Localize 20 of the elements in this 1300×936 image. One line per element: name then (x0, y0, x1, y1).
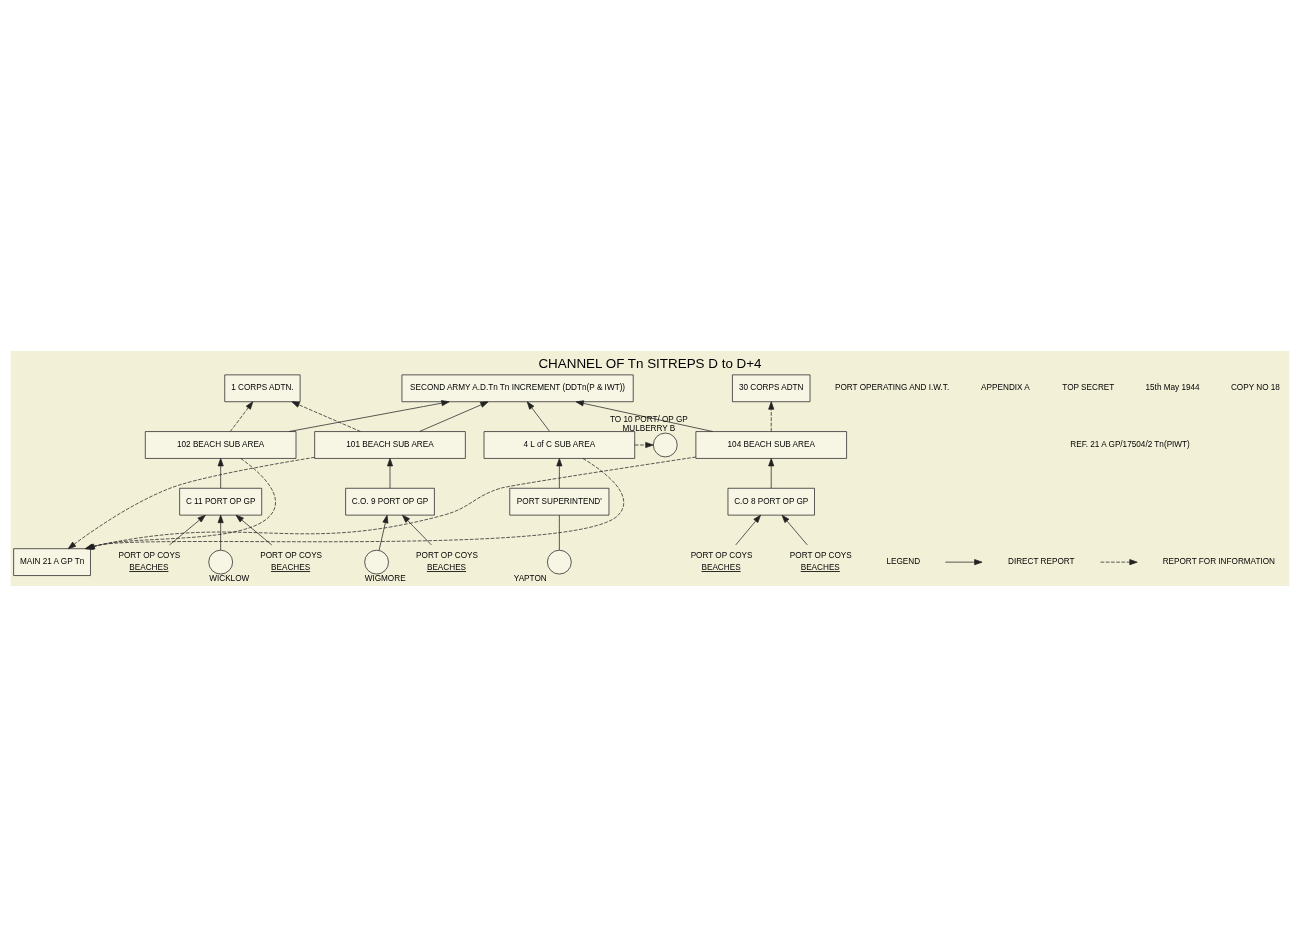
label: COPY NO 18 (1230, 382, 1280, 392)
diagram-title: CHANNEL OF Tn SITREPS D to D+4 (538, 355, 762, 371)
node-text: PORT OP COYS BEACHES (416, 550, 479, 572)
label: PORT OPERATING AND I.W.T. (834, 382, 950, 392)
label: LEGEND (886, 556, 921, 566)
label: APPENDIX A (981, 382, 1030, 392)
node-text: PORT OP COYS BEACHES (789, 550, 852, 572)
node-label: TO 10 PORT/ OP GP (609, 414, 688, 424)
label: REF. 21 A GP/17504/2 Tn(PIWT) (1070, 439, 1190, 449)
node-text: PORT OP COYS BEACHES (690, 550, 753, 572)
node-label: YAPTON (513, 573, 547, 583)
node-label: MULBERRY B (622, 423, 676, 433)
label: TOP SECRET (1062, 382, 1115, 392)
node-label: WICKLOW (209, 573, 250, 583)
node-label: WIGMORE (364, 573, 406, 583)
legend-label: DIRECT REPORT (1008, 556, 1075, 566)
legend-label: REPORT FOR INFORMATION (1162, 556, 1276, 566)
node-text: PORT OP COYS BEACHES (118, 550, 181, 572)
label: 15th May 1944 (1145, 382, 1200, 392)
node-text: PORT OP COYS BEACHES (260, 550, 323, 572)
